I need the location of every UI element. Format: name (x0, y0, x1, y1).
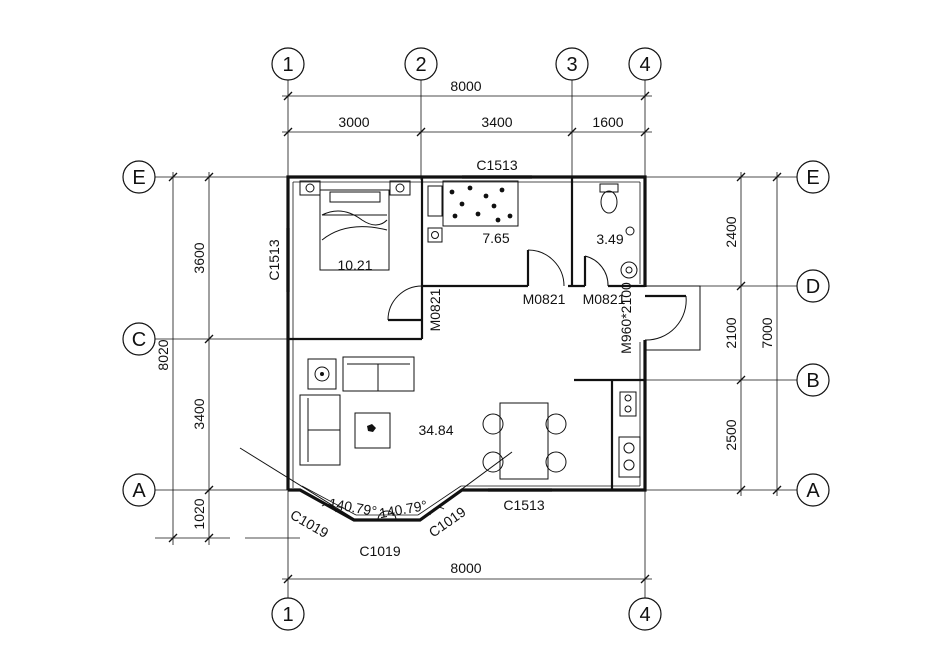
area-bathroom: 3.49 (596, 231, 623, 247)
bath-sink (620, 226, 638, 279)
door-entry (644, 294, 687, 341)
dim-top-total: 8000 (450, 78, 481, 94)
label-angle-left: 140.79° (328, 495, 378, 519)
label-door-bedroom: M0821 (427, 288, 443, 331)
room-labels: 10.21 7.65 3.49 34.84 (337, 230, 623, 438)
axis-bubble-3-top: 3 (555, 47, 589, 81)
axis-bubble-E-left: E (122, 160, 156, 194)
top-dimensions: 8000 3000 3400 1600 (282, 78, 652, 137)
svg-text:3: 3 (566, 54, 577, 76)
axis-bubble-C-left: C (122, 322, 156, 356)
dim-left-seg-2: 3400 (191, 398, 207, 429)
sofa-small (342, 356, 415, 392)
svg-text:D: D (806, 276, 820, 298)
axis-bubble-4-bottom: 4 (628, 597, 662, 631)
dim-right-seg-2: 2100 (723, 317, 739, 348)
axis-bubble-B-right: B (796, 363, 830, 397)
axis-bubbles: 1 2 3 4 1 4 E C (122, 47, 830, 631)
label-window-top: C1513 (476, 157, 517, 173)
door-bathroom (583, 255, 609, 287)
axis-bubble-E-right: E (796, 160, 830, 194)
door-bedroom-main (387, 285, 423, 322)
dim-left-seg-3: 1020 (191, 498, 207, 529)
area-bedroom-main: 10.21 (337, 257, 372, 273)
svg-text:2: 2 (415, 54, 426, 76)
bay-window-arc-middle (377, 510, 397, 521)
label-door-entry: M960*2100 (618, 282, 634, 354)
axis-bubble-1-top: 1 (271, 47, 305, 81)
bed-main (319, 189, 390, 271)
coffee-table (354, 412, 391, 449)
label-bay-right: C1019 (426, 503, 469, 540)
kitchen-sink (619, 391, 637, 417)
left-dimensions: 8020 3600 3400 1020 (155, 172, 214, 545)
bottom-dimensions: 8000 (282, 560, 652, 584)
area-living: 34.84 (418, 422, 453, 438)
label-window-left: C1513 (266, 239, 282, 280)
nightstand-right (389, 180, 411, 196)
dim-right-seg-1: 2400 (723, 216, 739, 247)
dim-left-total: 8020 (155, 339, 171, 370)
axis-lines (155, 80, 797, 598)
axis-bubble-2-top: 2 (404, 47, 438, 81)
doors (387, 249, 687, 341)
right-dimensions: 2400 2100 2500 7000 (723, 172, 782, 496)
area-bedroom-second: 7.65 (482, 230, 509, 246)
bay-guide-lines (239, 447, 513, 521)
svg-text:4: 4 (639, 54, 650, 76)
svg-text:E: E (806, 167, 819, 189)
label-bay-left: C1019 (288, 506, 332, 541)
label-bay-middle: C1019 (359, 543, 400, 559)
axis-bubble-1-bottom: 1 (271, 597, 305, 631)
exterior-walls (286, 175, 647, 522)
label-window-bottom: C1513 (503, 497, 544, 513)
dim-right-seg-3: 2500 (723, 419, 739, 450)
label-door-bath: M0821 (583, 291, 626, 307)
dim-left-seg-1: 3600 (191, 242, 207, 273)
bed-second (427, 180, 519, 227)
toilet (599, 183, 619, 214)
tv-cabinet (307, 358, 337, 390)
dim-bottom-total: 8000 (450, 560, 481, 576)
windows (286, 175, 552, 521)
svg-text:E: E (132, 167, 145, 189)
dim-right-total: 7000 (759, 317, 775, 348)
svg-text:1: 1 (282, 604, 293, 626)
label-door-second: M0821 (523, 291, 566, 307)
dim-top-seg-3: 1600 (592, 114, 623, 130)
svg-text:A: A (806, 480, 820, 502)
axis-bubble-A-right: A (796, 473, 830, 507)
svg-text:1: 1 (282, 54, 293, 76)
nightstand-second (427, 227, 443, 243)
axis-bubble-A-left: A (122, 473, 156, 507)
bay-window-arc-left (321, 503, 337, 513)
stove (618, 436, 641, 478)
sofa-large (299, 394, 341, 466)
dim-top-seg-1: 3000 (338, 114, 369, 130)
svg-text:A: A (132, 480, 146, 502)
dining-table (482, 402, 567, 480)
svg-text:4: 4 (639, 604, 650, 626)
furniture (299, 180, 641, 480)
axis-bubble-D-right: D (796, 269, 830, 303)
axis-bubble-4-top: 4 (628, 47, 662, 81)
nightstand-left (299, 180, 321, 196)
door-bedroom-second (526, 249, 565, 287)
interior-walls (288, 177, 701, 490)
dim-top-seg-2: 3400 (481, 114, 512, 130)
svg-text:B: B (806, 370, 819, 392)
svg-text:C: C (132, 329, 146, 351)
